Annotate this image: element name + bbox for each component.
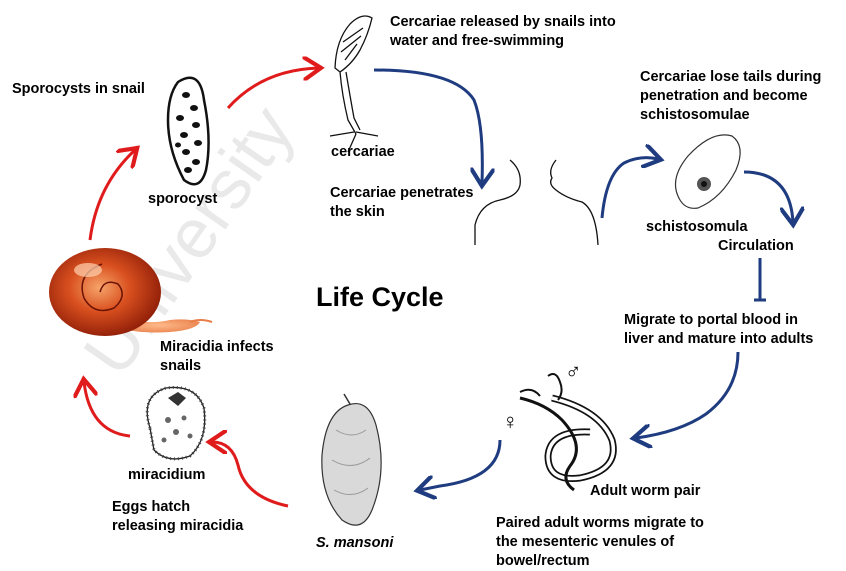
miracidium-label: miracidium	[128, 466, 205, 485]
female-symbol: ♀	[502, 412, 519, 431]
arrow-sporocyst-to-cercariae	[228, 68, 318, 108]
egg-illustration	[322, 394, 381, 525]
arrow-cercariae-to-skin	[374, 70, 482, 183]
human-silhouette	[475, 160, 598, 245]
s-mansoni-label: S. mansoni	[316, 534, 393, 553]
snail-illustration	[49, 248, 212, 336]
arrow-skin-to-schistosomula	[602, 158, 658, 218]
adult-worm-pair-label: Adult worm pair	[590, 482, 700, 501]
arrow-adults-to-egg	[420, 440, 500, 490]
cercariae-label: cercariae	[331, 143, 395, 162]
arrow-miracidium-to-snail	[84, 382, 130, 436]
sporocysts-in-snail-label: Sporocysts in snail	[12, 80, 145, 99]
arrow-snail-to-sporocyst	[90, 150, 135, 240]
arrow-egg-to-miracidium	[212, 442, 288, 506]
schistosomula-label: schistosomula	[646, 218, 748, 237]
diagram-title: Life Cycle	[316, 282, 444, 313]
circulation-label: Circulation	[718, 237, 794, 256]
male-symbol: ♂	[565, 362, 582, 381]
cercaria-illustration	[330, 16, 378, 152]
arrow-schistosomula-to-circulation	[744, 172, 793, 222]
miracidium-illustration	[147, 387, 205, 458]
adult-worm-pair-illustration	[520, 374, 613, 490]
schistosomulum-illustration	[676, 135, 741, 208]
sporocyst-label: sporocyst	[148, 190, 217, 209]
arrow-portal-to-adults	[636, 352, 738, 438]
sporocyst-illustration	[168, 78, 209, 184]
